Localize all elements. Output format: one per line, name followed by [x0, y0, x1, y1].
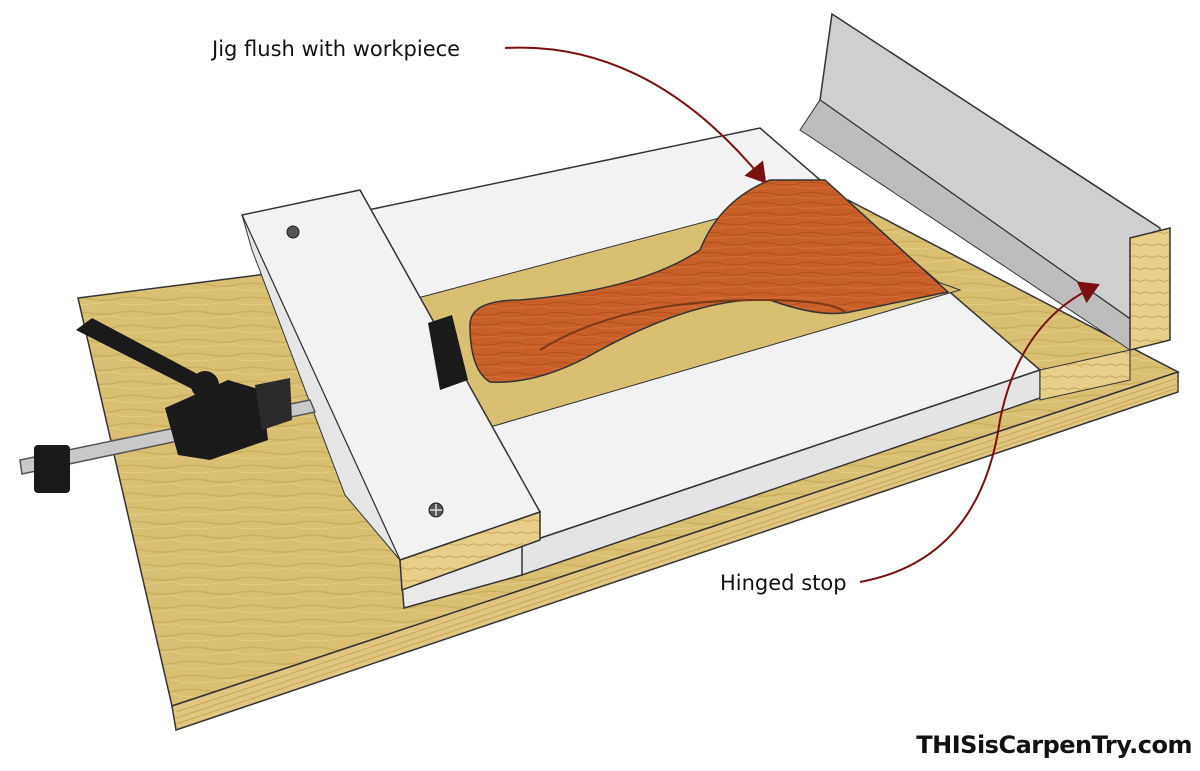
- brand-logo: THISisCarpenTry.com: [916, 731, 1192, 759]
- label-hinged-stop: Hinged stop: [720, 571, 847, 595]
- workpiece: [469, 179, 950, 383]
- label-jig-flush: Jig flush with workpiece: [210, 37, 460, 61]
- hinged-stop: [799, 12, 1171, 401]
- arrow-hinged-stop: [859, 281, 1100, 583]
- sliding-fence: [240, 189, 542, 592]
- callout-arrows: [504, 46, 1100, 583]
- screw-head-top: [286, 225, 300, 239]
- arrow-jig-flush: [504, 46, 767, 184]
- toggle-clamp: [19, 315, 468, 493]
